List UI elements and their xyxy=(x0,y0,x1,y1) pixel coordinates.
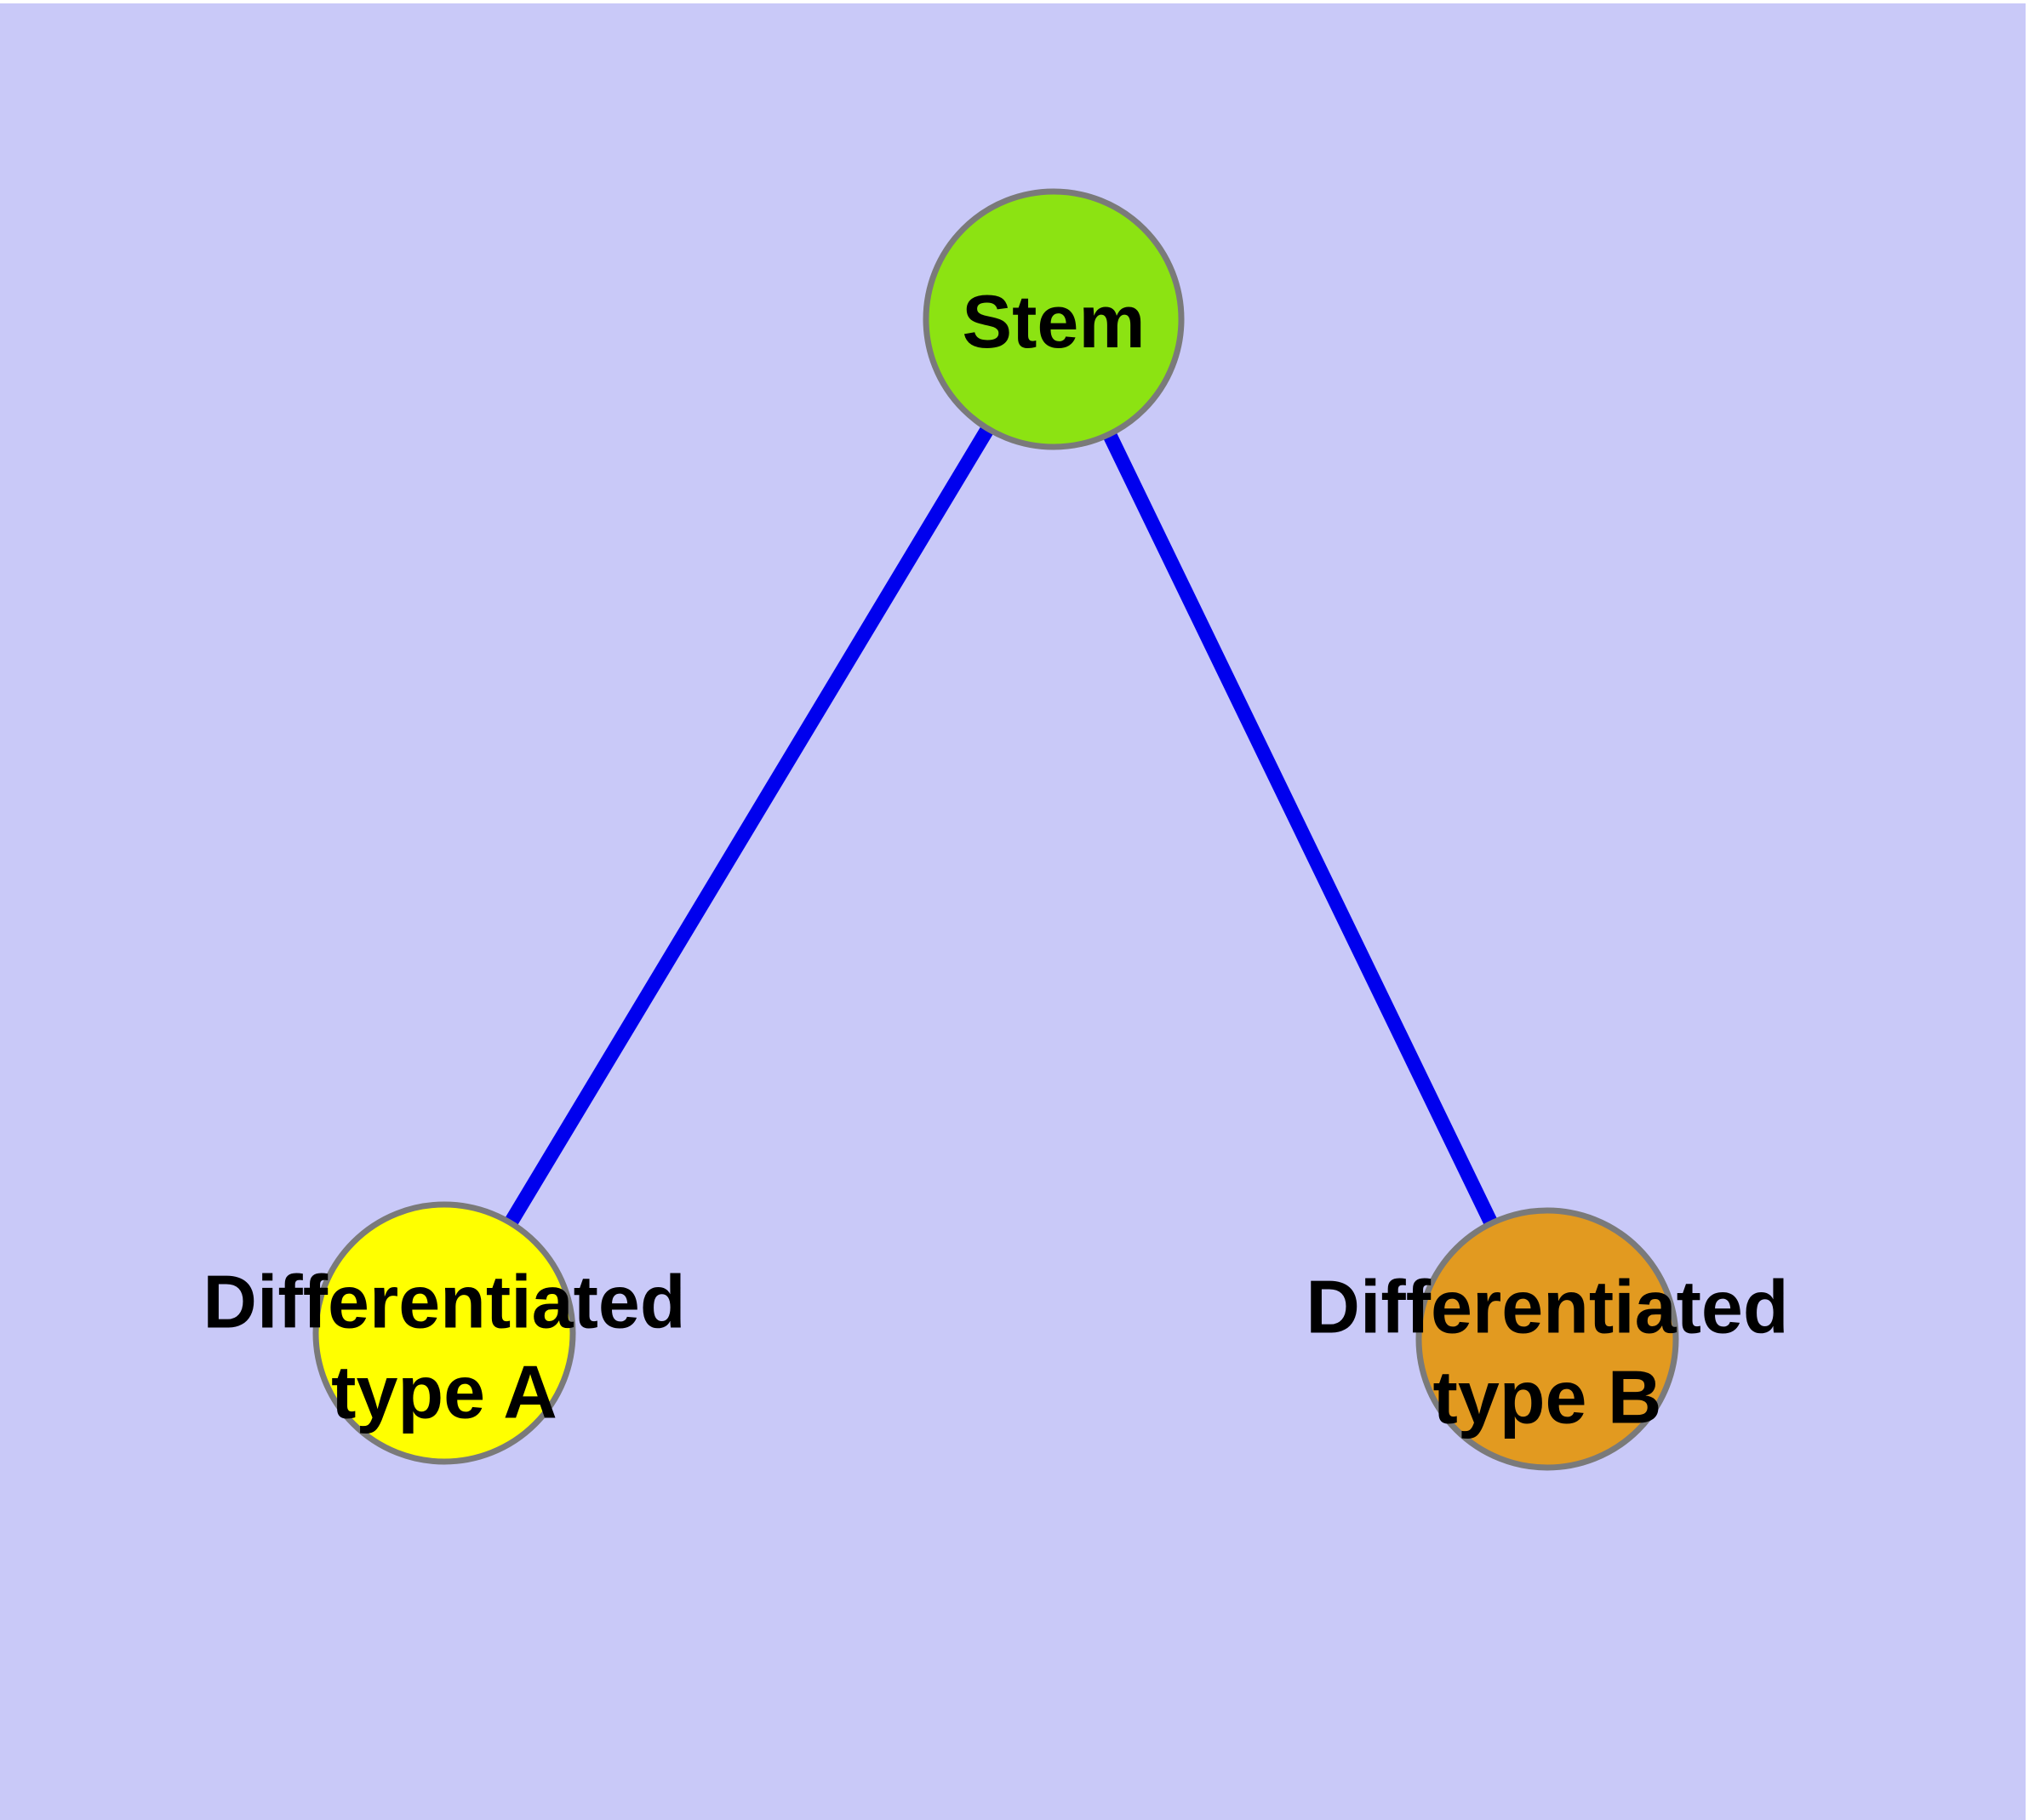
node-type-a-label: Differentiated type A xyxy=(203,1259,686,1434)
node-type-b-circle xyxy=(1415,1207,1679,1471)
node-type-a-circle xyxy=(312,1201,576,1465)
node-stem-label: Stem xyxy=(962,279,1146,364)
node-type-b-label: Differentiated type B xyxy=(1306,1264,1789,1439)
node-stem-circle xyxy=(923,188,1185,450)
edge-stem-to-type-a xyxy=(437,315,1060,1337)
edge-stem-to-type-b xyxy=(1047,316,1554,1342)
